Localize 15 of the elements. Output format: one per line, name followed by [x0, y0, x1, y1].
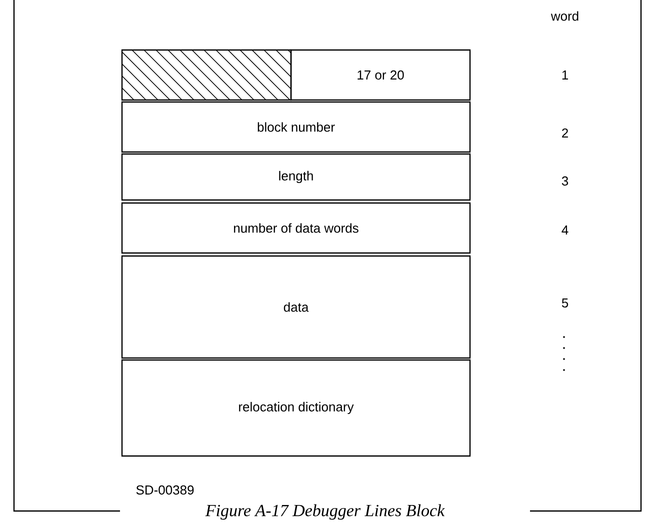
field-box: relocation dictionary [121, 359, 471, 457]
field-box: 17 or 20 [290, 49, 471, 101]
field-box: data [121, 255, 471, 359]
word-number: 5 [562, 298, 568, 308]
figure-code: SD-00389 [136, 485, 194, 495]
word-number: 3 [562, 176, 568, 186]
word-number: 2 [562, 128, 568, 138]
word-number: 4 [562, 226, 568, 234]
field-box: block number [121, 101, 471, 153]
field-box: length [121, 153, 471, 201]
figure-caption: Figure A-17 Debugger Lines Block [205, 504, 445, 520]
field-box: number of data words [121, 202, 471, 254]
word-number: 1 [562, 70, 568, 80]
hatched-box [121, 49, 292, 101]
column-heading: word [550, 11, 578, 21]
